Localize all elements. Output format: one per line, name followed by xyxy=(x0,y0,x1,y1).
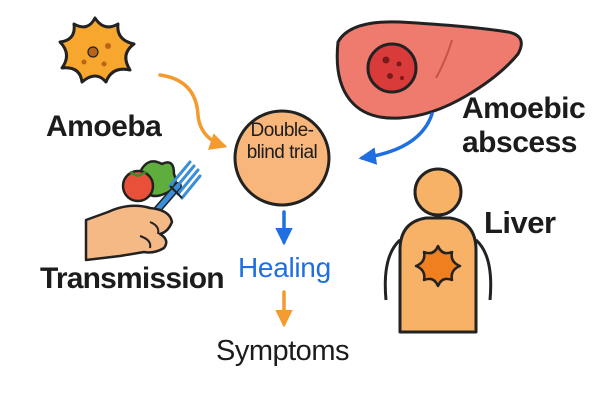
label-liver: Liver xyxy=(484,205,556,240)
label-double-blind-trial: Double- blind trial xyxy=(232,120,332,164)
center-line1: Double- xyxy=(250,120,314,141)
label-abscess-line2: abscess xyxy=(462,126,577,159)
label-abscess-line1: Amoebic xyxy=(462,92,586,125)
arrow-amoeba-to-trial xyxy=(158,73,228,150)
tomato-icon xyxy=(121,169,155,203)
abscess-icon xyxy=(366,42,418,94)
hand-icon xyxy=(84,204,174,262)
label-healing: Healing xyxy=(238,252,331,283)
amoeba-icon xyxy=(58,16,136,84)
center-circle xyxy=(233,109,331,207)
label-amoebic-abscess: Amoebic abscess xyxy=(462,92,586,160)
arrow-abscess-to-trial xyxy=(358,112,434,165)
label-amoeba: Amoeba xyxy=(46,110,162,143)
infection-icon xyxy=(414,244,462,288)
label-transmission: Transmission xyxy=(40,262,225,295)
center-line2: blind trial xyxy=(246,142,318,163)
label-symptoms: Symptoms xyxy=(216,335,349,367)
